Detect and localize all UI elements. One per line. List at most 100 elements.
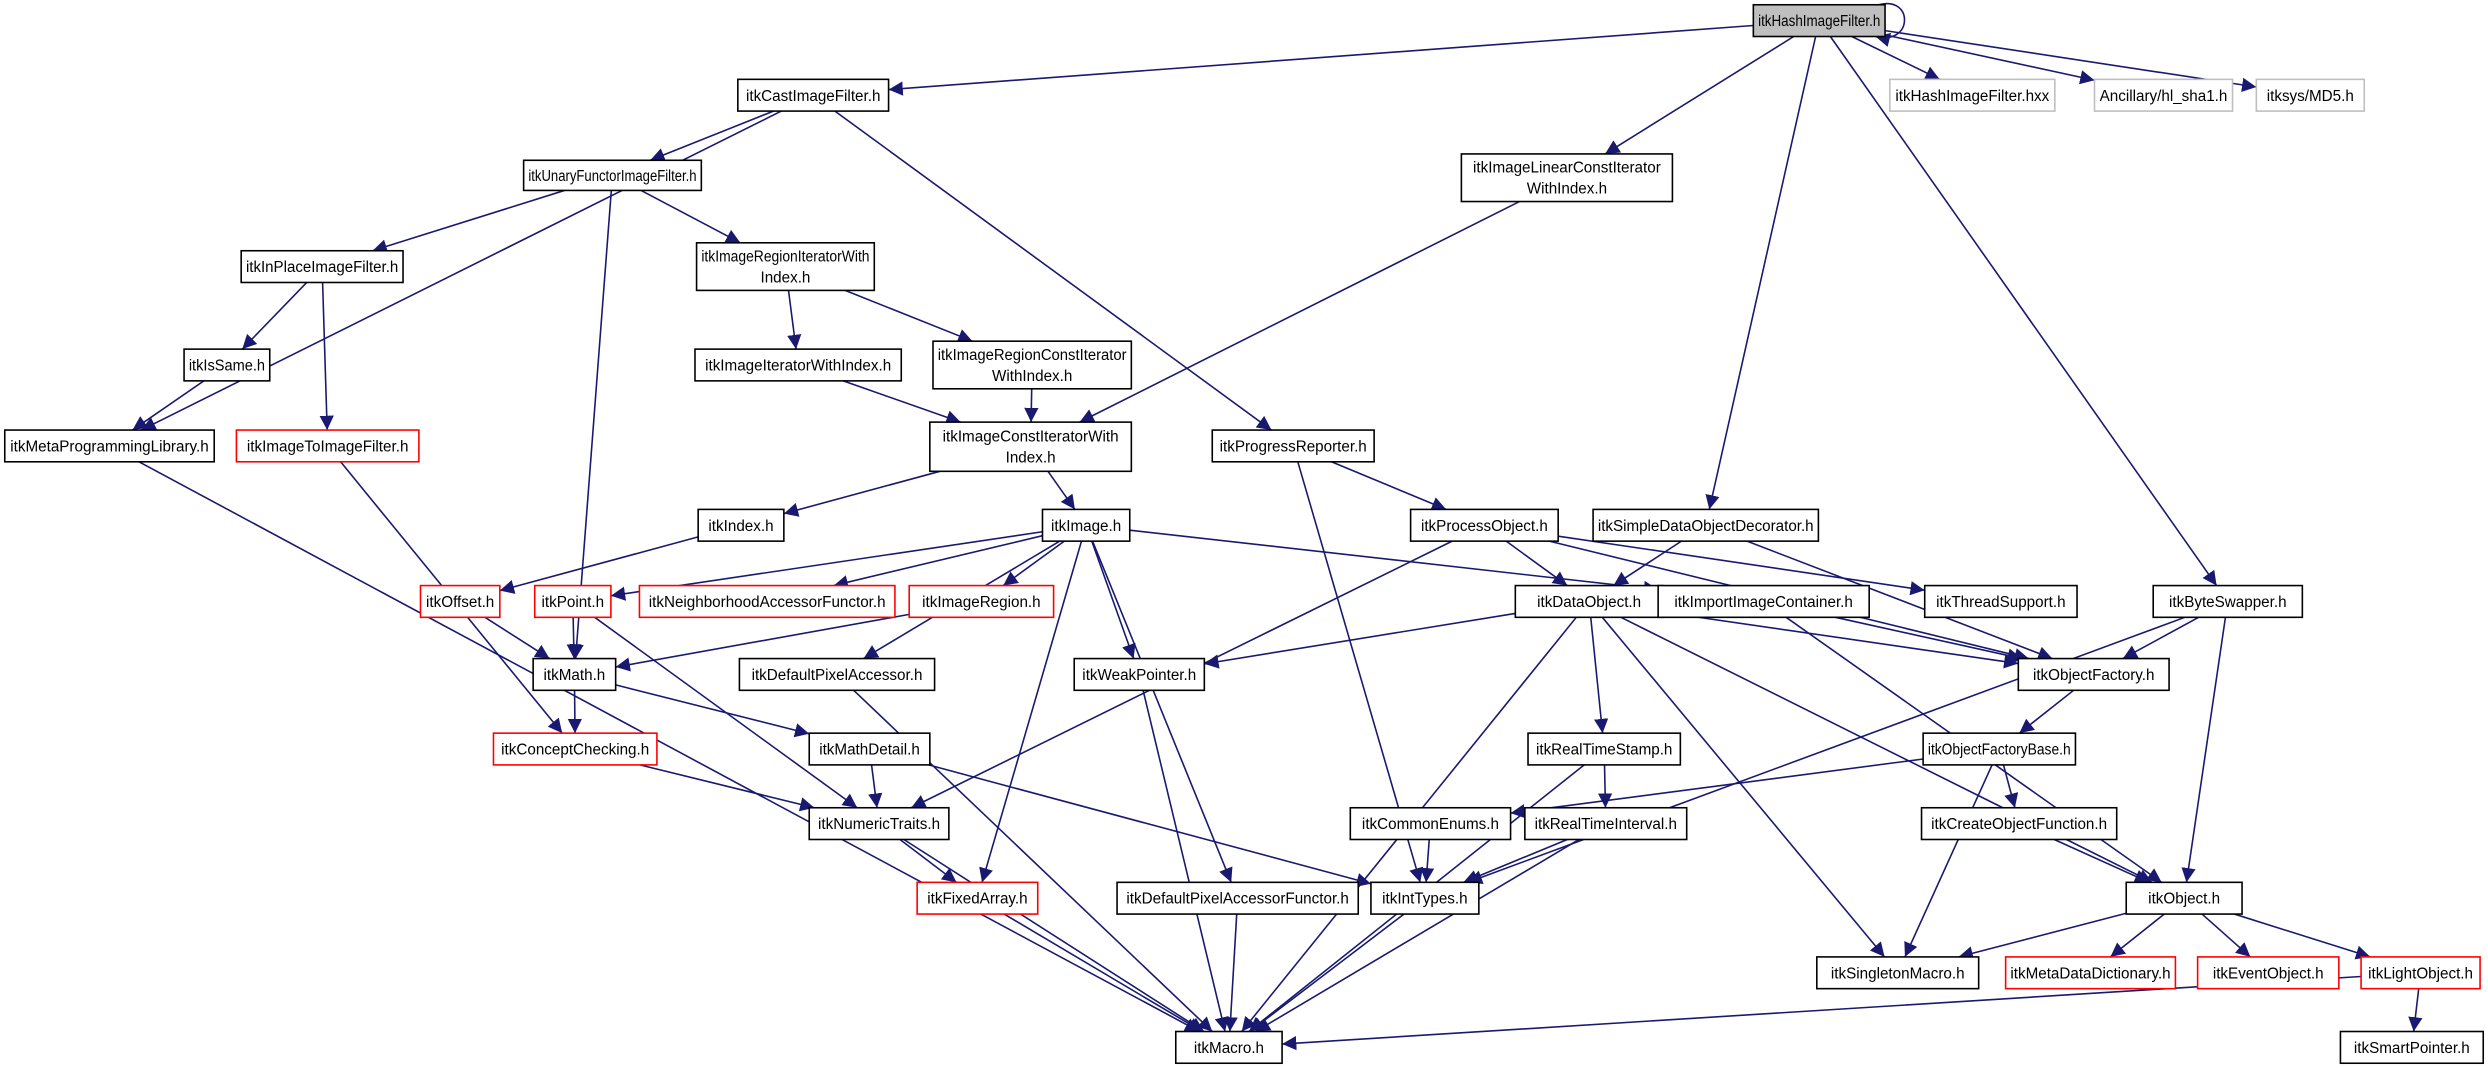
node-hxx[interactable]: itkHashImageFilter.hxx bbox=[1889, 78, 2056, 112]
edge-index-to-offset bbox=[499, 536, 699, 594]
edge-fixed-to-macro bbox=[1003, 913, 1203, 1033]
node-fixed[interactable]: itkFixedArray.h bbox=[916, 881, 1039, 915]
node-light[interactable]: itkLightObject.h bbox=[2360, 956, 2481, 990]
node-event[interactable]: itkEventObject.h bbox=[2196, 956, 2340, 990]
node-box bbox=[1752, 3, 1886, 38]
node-label: itkUnaryFunctorImageFilter.h bbox=[528, 168, 696, 185]
node-label: itkObjectFactoryBase.h bbox=[1928, 742, 2071, 759]
edge-mathdetail-to-inttypes bbox=[928, 764, 1372, 887]
node-offset[interactable]: itkOffset.h bbox=[419, 584, 501, 619]
node-box bbox=[1370, 881, 1480, 915]
node-box bbox=[916, 881, 1039, 915]
node-label: itkOffset.h bbox=[426, 594, 494, 611]
node-label: Index.h bbox=[1006, 450, 1056, 467]
node-hash[interactable]: itkHashImageFilter.h bbox=[1752, 3, 1886, 38]
node-index[interactable]: itkIndex.h bbox=[697, 508, 785, 542]
node-label: itkHashImageFilter.hxx bbox=[1895, 88, 2049, 105]
node-byteswap[interactable]: itkByteSwapper.h bbox=[2152, 584, 2304, 619]
node-box bbox=[908, 584, 1055, 619]
node-box bbox=[2004, 956, 2177, 990]
edge-numeric-to-macro bbox=[903, 838, 1205, 1033]
node-box bbox=[1073, 657, 1206, 692]
node-import[interactable]: itkImportImageContainer.h bbox=[1657, 584, 1870, 619]
node-neighbor[interactable]: itkNeighborhoodAccessorFunctor.h bbox=[638, 584, 896, 619]
node-sha1[interactable]: Ancillary/hl_sha1.h bbox=[2093, 78, 2234, 112]
node-label: itkObjectFactory.h bbox=[2033, 667, 2155, 684]
node-box bbox=[1116, 881, 1360, 915]
node-numeric[interactable]: itkNumericTraits.h bbox=[808, 806, 950, 841]
node-weak[interactable]: itkWeakPointer.h bbox=[1073, 657, 1206, 692]
node-box bbox=[235, 429, 420, 463]
node-concept[interactable]: itkConceptChecking.h bbox=[492, 732, 658, 766]
edge-unary-to-regioniter bbox=[640, 189, 741, 244]
edge-image-to-region bbox=[1002, 540, 1065, 587]
edge-cast-to-metaprog bbox=[140, 110, 782, 431]
node-box bbox=[419, 584, 501, 619]
node-math[interactable]: itkMath.h bbox=[532, 657, 617, 692]
node-smart[interactable]: itkSmartPointer.h bbox=[2339, 1030, 2485, 1065]
node-label: itkRealTimeInterval.h bbox=[1535, 816, 1677, 833]
node-defpixfunc[interactable]: itkDefaultPixelAccessorFunctor.h bbox=[1116, 881, 1360, 915]
node-box bbox=[697, 508, 785, 542]
edge-inttypes-to-macro bbox=[1249, 913, 1405, 1033]
node-mathdetail[interactable]: itkMathDetail.h bbox=[808, 732, 931, 766]
node-label: WithIndex.h bbox=[992, 368, 1072, 385]
edge-hash-to-md5 bbox=[1884, 29, 2257, 92]
edge-cast-to-unary bbox=[649, 110, 774, 162]
edge-hash-to-byteswap bbox=[1829, 36, 2218, 587]
node-cast[interactable]: itkCastImageFilter.h bbox=[737, 78, 890, 112]
node-rtstamp[interactable]: itkRealTimeStamp.h bbox=[1527, 732, 1682, 766]
node-box bbox=[2196, 956, 2340, 990]
node-macro[interactable]: itkMacro.h bbox=[1174, 1030, 1283, 1065]
node-object[interactable]: itkObject.h bbox=[2125, 881, 2243, 915]
node-inplace[interactable]: itkInPlaceImageFilter.h bbox=[240, 249, 404, 284]
node-box bbox=[2360, 956, 2481, 990]
node-issame[interactable]: itkIsSame.h bbox=[183, 348, 271, 382]
node-md5[interactable]: itksys/MD5.h bbox=[2255, 78, 2366, 112]
node-process[interactable]: itkProcessObject.h bbox=[1409, 508, 1559, 542]
node-box bbox=[638, 584, 896, 619]
node-label: itkProcessObject.h bbox=[1421, 518, 1548, 535]
node-box bbox=[533, 584, 612, 619]
node-metaprog[interactable]: itkMetaProgrammingLibrary.h bbox=[3, 429, 216, 463]
node-label: itkMacro.h bbox=[1194, 1040, 1264, 1057]
node-img2img[interactable]: itkImageToImageFilter.h bbox=[235, 429, 420, 463]
node-label: itkPoint.h bbox=[542, 594, 605, 611]
node-rtinterval[interactable]: itkRealTimeInterval.h bbox=[1524, 806, 1688, 841]
node-label: itkImportImageContainer.h bbox=[1674, 594, 1852, 611]
node-ofbase[interactable]: itkObjectFactoryBase.h bbox=[1922, 732, 2077, 766]
node-progress[interactable]: itkProgressReporter.h bbox=[1211, 429, 1375, 463]
node-unary[interactable]: itkUnaryFunctorImageFilter.h bbox=[522, 159, 703, 192]
node-point[interactable]: itkPoint.h bbox=[533, 584, 612, 619]
node-metadict[interactable]: itkMetaDataDictionary.h bbox=[2004, 956, 2177, 990]
node-enums[interactable]: itkCommonEnums.h bbox=[1349, 806, 1512, 841]
node-singleton[interactable]: itkSingletonMacro.h bbox=[1816, 956, 1980, 990]
node-createobj[interactable]: itkCreateObjectFunction.h bbox=[1920, 806, 2118, 841]
node-thread[interactable]: itkThreadSupport.h bbox=[1923, 584, 2078, 619]
node-imageiter[interactable]: itkImageIteratorWithIndex.h bbox=[694, 348, 903, 382]
node-label: itkEventObject.h bbox=[2213, 965, 2324, 982]
node-label: itkMath.h bbox=[544, 667, 606, 684]
node-box bbox=[1409, 508, 1559, 542]
node-box bbox=[932, 340, 1133, 390]
node-defpix[interactable]: itkDefaultPixelAccessor.h bbox=[738, 657, 936, 692]
node-label: itkMetaProgrammingLibrary.h bbox=[10, 438, 208, 455]
node-inttypes[interactable]: itkIntTypes.h bbox=[1370, 881, 1480, 915]
node-label: itkWeakPointer.h bbox=[1082, 667, 1196, 684]
node-objfactory[interactable]: itkObjectFactory.h bbox=[2017, 657, 2170, 692]
node-box bbox=[2093, 78, 2234, 112]
node-image[interactable]: itkImage.h bbox=[1041, 508, 1131, 542]
edge-issame-to-metaprog bbox=[132, 380, 205, 431]
node-simpledec[interactable]: itkSimpleDataObjectDecorator.h bbox=[1592, 508, 1820, 542]
node-dataobj[interactable]: itkDataObject.h bbox=[1514, 584, 1664, 619]
edge-dataobj-to-singleton bbox=[1601, 616, 1886, 958]
node-label: itkMathDetail.h bbox=[819, 742, 920, 759]
node-region[interactable]: itkImageRegion.h bbox=[908, 584, 1055, 619]
edge-constiter-to-index bbox=[783, 470, 941, 517]
edge-byteswap-to-objfactory bbox=[2122, 616, 2200, 660]
